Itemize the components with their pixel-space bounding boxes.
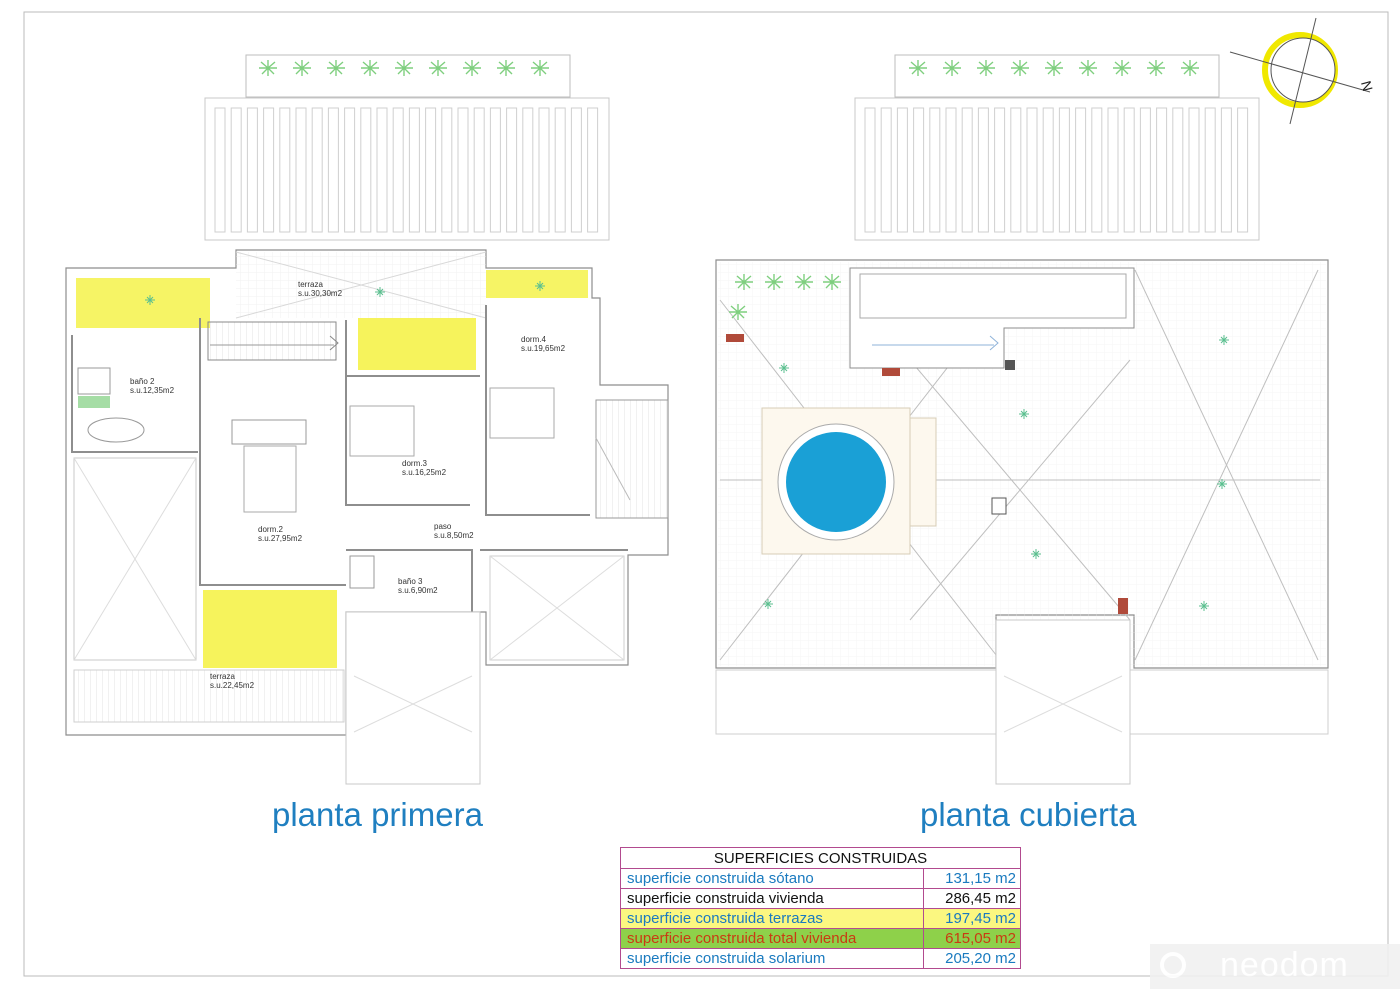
pergola-slat (961, 107, 973, 233)
pergola-slat (554, 107, 566, 233)
pergola-slat (214, 107, 226, 233)
room-area: s.u.8,50m2 (434, 531, 474, 540)
room-area: s.u.30,30m2 (298, 289, 343, 298)
pergola-slat (279, 107, 291, 233)
surface-value: 197,45 m2 (923, 908, 1021, 929)
pergola-slat (263, 107, 275, 233)
pergola-slat (570, 107, 582, 233)
pergola-slat (1220, 107, 1232, 233)
pergola-slat (360, 107, 372, 233)
pergola-slat (230, 107, 242, 233)
pergola-slat (408, 107, 420, 233)
room-area: s.u.27,95m2 (258, 534, 303, 543)
roof-plan (715, 54, 1329, 785)
logo-ring-icon (1160, 952, 1186, 978)
room-name: terraza (298, 280, 323, 289)
surface-value: 205,20 m2 (923, 948, 1021, 969)
pergola-slat (538, 107, 550, 233)
sheet-border (23, 11, 1389, 977)
room-name: paso (434, 522, 452, 531)
pergola-slat (587, 107, 599, 233)
planter-plants (258, 59, 550, 77)
pergola-slat (327, 107, 339, 233)
surfaces-table-title: SUPERFICIES CONSTRUIDAS (620, 847, 1021, 869)
room-area: s.u.12,35m2 (130, 386, 175, 395)
pergola-slat (977, 107, 989, 233)
pergola-slat (344, 107, 356, 233)
room-area: s.u.16,25m2 (402, 468, 447, 477)
table-row: superficie construida sótano 131,15 m2 (620, 868, 1021, 889)
pergola-slat (392, 107, 404, 233)
room-name: baño 2 (130, 377, 155, 386)
pergola-slat (1026, 107, 1038, 233)
pergola-slat (506, 107, 518, 233)
table-row: superficie construida total vivienda 615… (620, 928, 1021, 949)
pergola-slat (880, 107, 892, 233)
watermark-logo: neodom (1150, 944, 1400, 989)
table-row: superficie construida terrazas 197,45 m2 (620, 908, 1021, 929)
pergola-slat (457, 107, 469, 233)
room-area: s.u.22,45m2 (210, 681, 255, 690)
pergola-slat (1042, 107, 1054, 233)
table-row: superficie construida solarium 205,20 m2 (620, 948, 1021, 969)
pergola-slat (522, 107, 534, 233)
surface-value: 131,15 m2 (923, 868, 1021, 889)
first-floor-title: planta primera (272, 796, 483, 833)
pergola-slat (1075, 107, 1087, 233)
pergola-slat (929, 107, 941, 233)
surface-label: superficie construida solarium (620, 948, 924, 969)
pergola-slat (441, 107, 453, 233)
pergola-slat (1107, 107, 1119, 233)
first-floor-plan: terrazas.u.30,30m2dorm.4s.u.19,65m2baño … (65, 54, 669, 785)
pergola-slat (1091, 107, 1103, 233)
pergola-slat (1010, 107, 1022, 233)
room-area: s.u.6,90m2 (398, 586, 438, 595)
pergola-slat (311, 107, 323, 233)
pergola-slat (295, 107, 307, 233)
room-name: baño 3 (398, 577, 423, 586)
pergola-slat (489, 107, 501, 233)
watermark-text: neodom (1220, 946, 1349, 984)
room-name: terraza (210, 672, 235, 681)
pergola-slat (1237, 107, 1249, 233)
pergola-slat (896, 107, 908, 233)
surface-label: superficie construida vivienda (620, 888, 924, 909)
room-name: dorm.4 (521, 335, 546, 344)
surface-label: superficie construida total vivienda (620, 928, 924, 949)
table-row: superficie construida vivienda 286,45 m2 (620, 888, 1021, 909)
room-name: dorm.2 (258, 525, 283, 534)
planter-plants (908, 59, 1200, 77)
pergola-slat (1058, 107, 1070, 233)
pergola-slat (864, 107, 876, 233)
roof-plan-title: planta cubierta (920, 796, 1137, 833)
pergola-slat (473, 107, 485, 233)
room-name: dorm.3 (402, 459, 427, 468)
pergola-slat (1139, 107, 1151, 233)
pergola-slat (1156, 107, 1168, 233)
pergola-slat (376, 107, 388, 233)
surface-label: superficie construida sótano (620, 868, 924, 889)
pergola-slat (945, 107, 957, 233)
pergola-slat (1204, 107, 1216, 233)
room-area: s.u.19,65m2 (521, 344, 566, 353)
compass-rose (1229, 17, 1371, 125)
surface-value: 615,05 m2 (923, 928, 1021, 949)
surface-value: 286,45 m2 (923, 888, 1021, 909)
pergola-slat (994, 107, 1006, 233)
surface-label: superficie construida terrazas (620, 908, 924, 929)
pergola-slat (1123, 107, 1135, 233)
pergola-slat (1172, 107, 1184, 233)
pergola-slat (425, 107, 437, 233)
surfaces-table: SUPERFICIES CONSTRUIDAS superficie const… (620, 847, 1021, 969)
pergola-slat (246, 107, 258, 233)
room-labels: terrazas.u.30,30m2dorm.4s.u.19,65m2baño … (130, 280, 566, 690)
pergola-slat (913, 107, 925, 233)
pergola-slat (1188, 107, 1200, 233)
